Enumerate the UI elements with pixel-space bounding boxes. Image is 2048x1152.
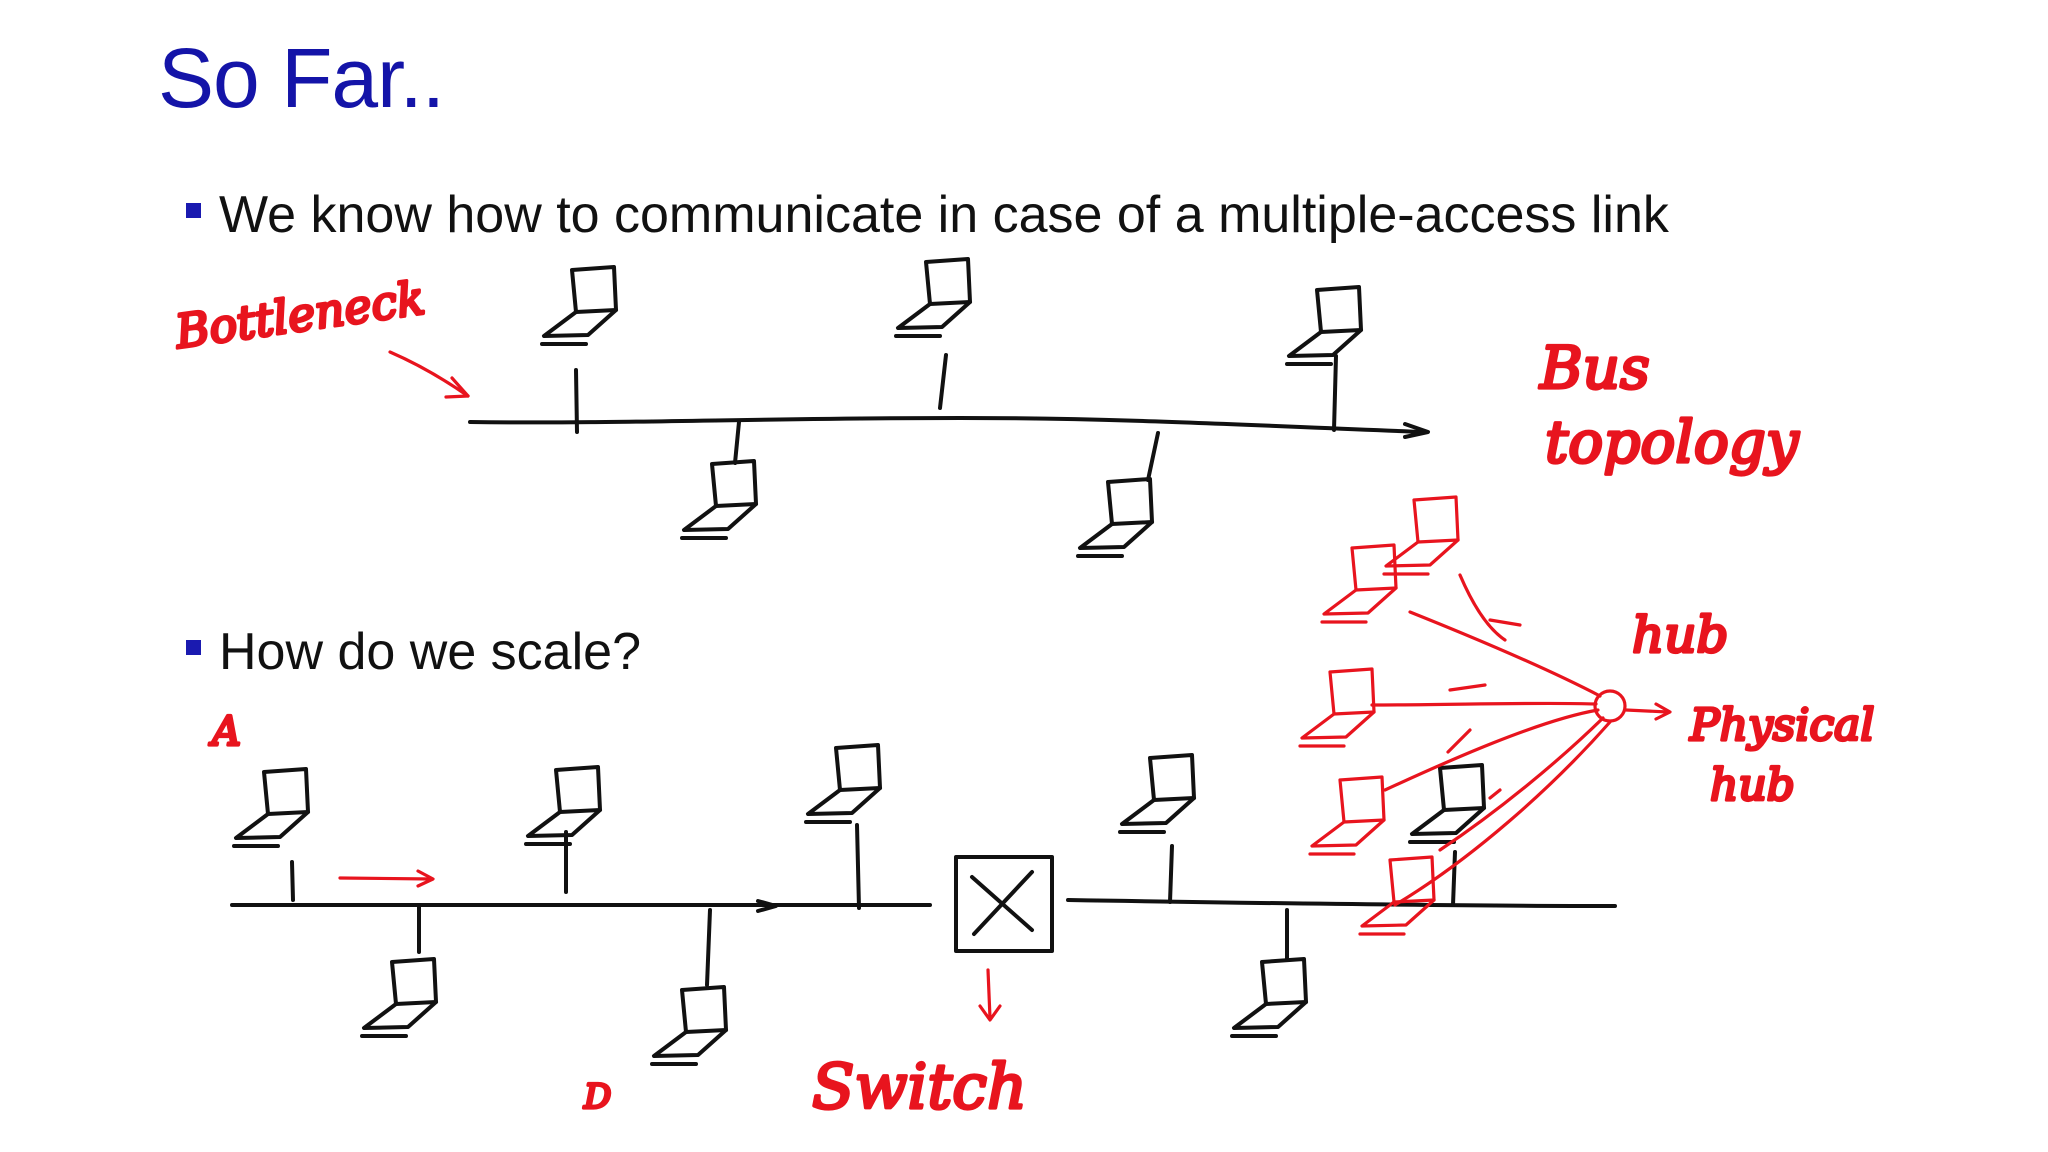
bottleneck-arrow	[388, 350, 470, 398]
switch-arrow	[986, 968, 992, 1020]
red-annotations: Bottleneck Bus topology hub Physical hub…	[169, 269, 1876, 1125]
laptop-icon	[1320, 543, 1398, 624]
bus-line	[468, 416, 1427, 434]
bullet-marker-icon	[186, 202, 201, 218]
page-title: So Far..	[158, 31, 445, 125]
switched-network	[230, 743, 1617, 1066]
drop-line	[290, 860, 295, 902]
laptop-icon	[1285, 285, 1363, 366]
laptop-icon	[1076, 477, 1154, 558]
bullet-item: How do we scale?	[186, 622, 641, 682]
drop-line	[1146, 431, 1160, 482]
drop-line	[855, 823, 861, 910]
laptop-icon	[1358, 855, 1436, 936]
arrowhead	[978, 1004, 1002, 1022]
bullet-text: How do we scale?	[219, 623, 641, 681]
arrowhead	[1654, 702, 1672, 721]
drop-line	[1168, 844, 1174, 904]
switch-label: Switch	[812, 1050, 1027, 1123]
hub-spoke-lines	[1370, 573, 1612, 907]
node-d-label: D	[583, 1077, 611, 1117]
bullet-marker-icon	[186, 639, 201, 655]
topology-label: topology	[1545, 408, 1800, 476]
bus-line-right	[1066, 898, 1617, 908]
arrowhead	[444, 376, 470, 399]
drop-line	[733, 420, 741, 465]
drop-line	[705, 908, 712, 987]
laptop-icon	[524, 765, 602, 846]
laptop-icon	[540, 265, 618, 346]
node-a-label: A	[208, 709, 241, 755]
bus-label: Bus	[1539, 334, 1650, 402]
laptop-icon	[1298, 667, 1376, 748]
hub-label: hub	[1632, 606, 1728, 664]
bullet-text: We know how to communicate in case of a …	[219, 186, 1669, 244]
laptop-icon	[232, 767, 310, 848]
bus-topology-top	[468, 257, 1430, 558]
drop-line	[574, 368, 579, 434]
physical-label: Physical	[1689, 700, 1874, 751]
laptop-icon	[1308, 775, 1386, 856]
laptop-icon	[1118, 753, 1196, 834]
laptop-icon	[650, 985, 728, 1066]
hub-arrow	[1624, 708, 1670, 714]
laptop-icon	[360, 957, 438, 1038]
physical-hub-label: hub	[1710, 760, 1795, 811]
switch-box-icon	[954, 855, 1054, 953]
bus-arrowhead	[1403, 422, 1430, 439]
laptop-icon	[894, 257, 972, 338]
drop-line	[1332, 354, 1338, 432]
laptop-icon	[1408, 763, 1486, 844]
bottleneck-label: Bottleneck	[171, 271, 428, 360]
laptop-icon	[680, 459, 758, 540]
laptop-icon	[804, 743, 882, 824]
arrowhead	[416, 869, 435, 888]
laptop-icon	[1230, 957, 1308, 1038]
drop-line	[938, 353, 948, 410]
drop-line	[1451, 850, 1457, 907]
bus-arrowhead	[756, 899, 778, 913]
flow-arrow	[338, 876, 434, 881]
bullet-item: We know how to communicate in case of a …	[186, 185, 1669, 245]
